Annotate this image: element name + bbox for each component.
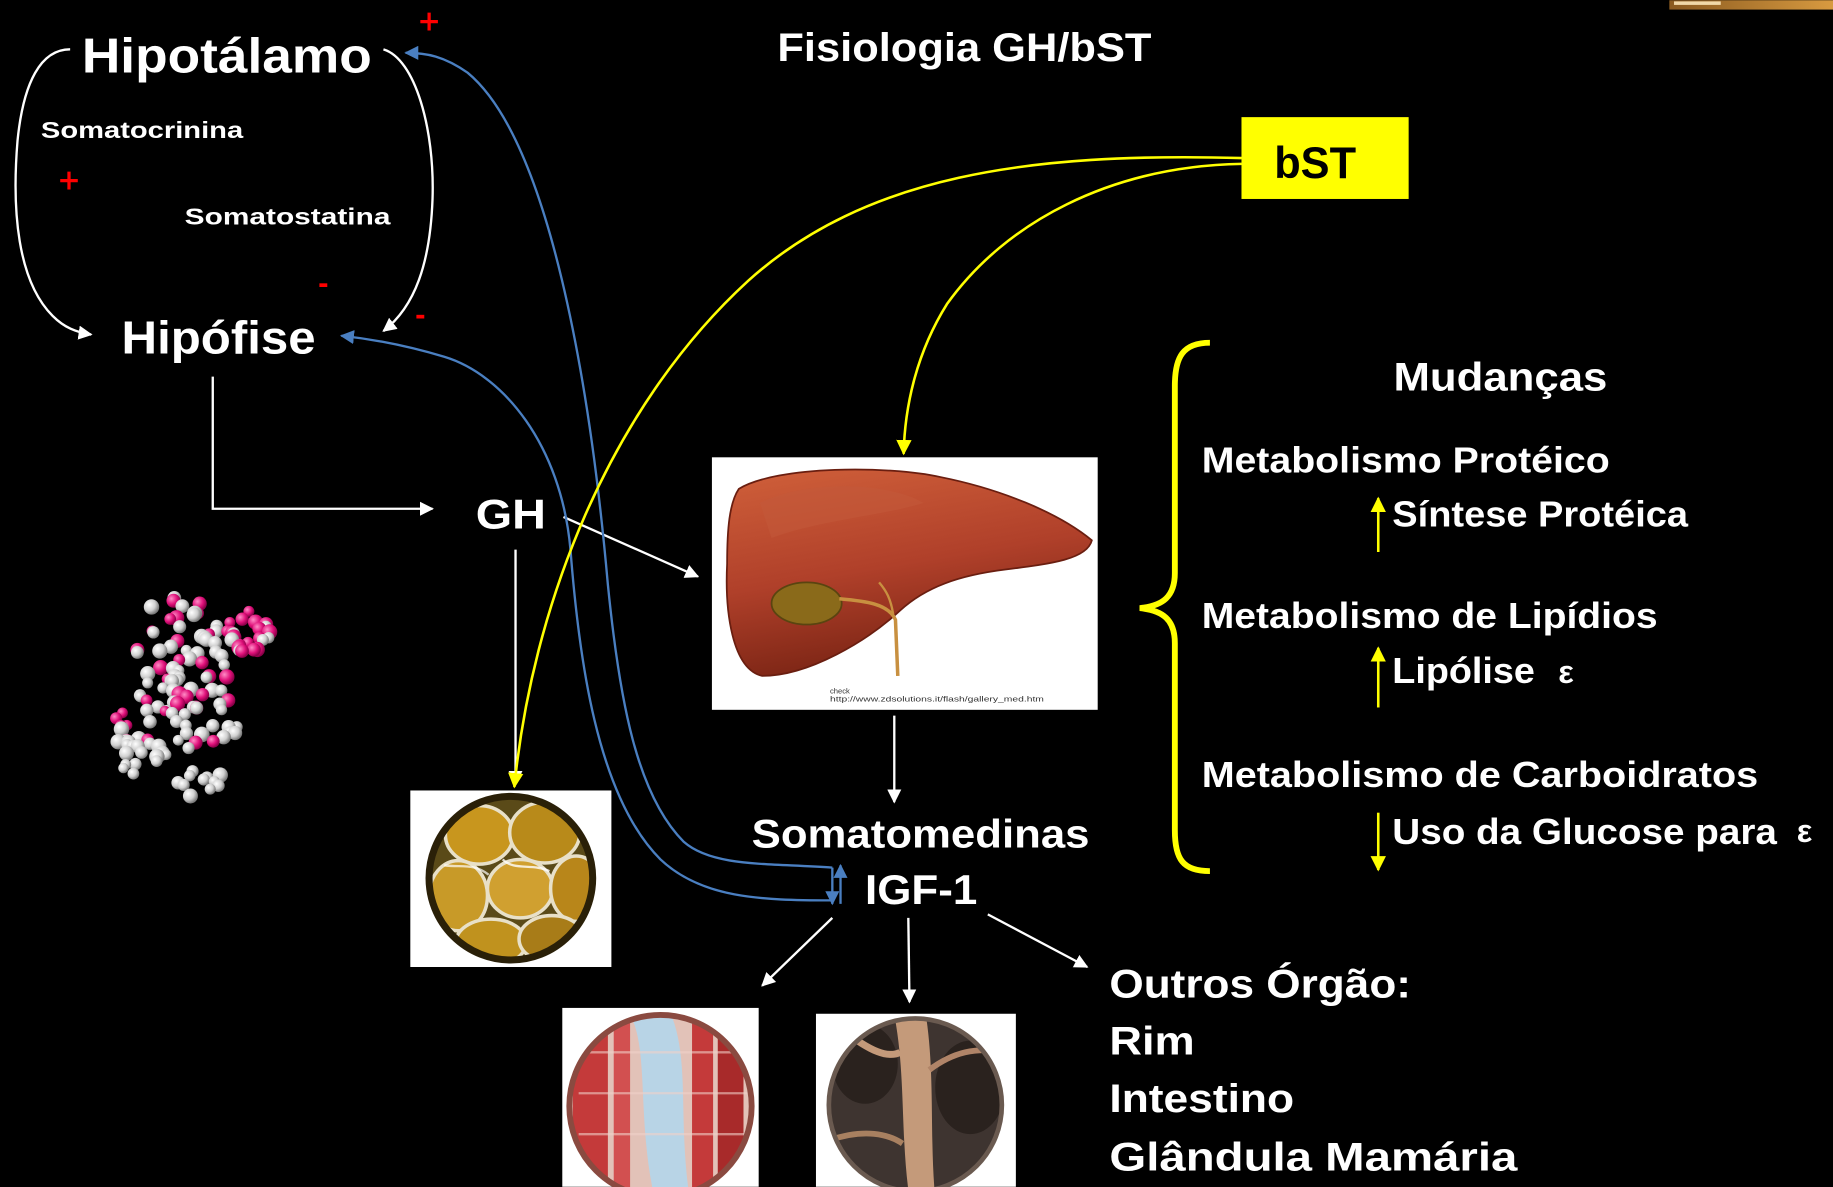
change-heading-protein: Metabolismo Protéico bbox=[1202, 440, 1610, 481]
protein-atom bbox=[142, 677, 153, 688]
protein-atom bbox=[207, 735, 220, 748]
gh-protein-molecule-image bbox=[110, 591, 277, 803]
protein-atom bbox=[247, 643, 261, 657]
protein-atom bbox=[219, 669, 234, 684]
protein-atom bbox=[152, 643, 167, 658]
change-effect-carbohydrates: Uso da Glucose para bbox=[1392, 811, 1778, 852]
protein-atom bbox=[187, 607, 202, 622]
protein-atom bbox=[128, 768, 140, 780]
protein-atom bbox=[205, 784, 216, 795]
change-heading-lipids: Metabolismo de Lipídios bbox=[1202, 595, 1658, 636]
protein-atom bbox=[151, 755, 163, 767]
protein-atom bbox=[119, 746, 134, 761]
changes-brace bbox=[1140, 343, 1210, 871]
protein-atom bbox=[236, 613, 249, 626]
corner-logo bbox=[1669, 0, 1833, 9]
minus-sign: - bbox=[415, 301, 426, 331]
plus-sign: + bbox=[417, 5, 441, 38]
protein-atom bbox=[182, 742, 194, 754]
igf1-to-other-organs-arrow bbox=[988, 914, 1087, 967]
slide-title: Fisiologia GH/bST bbox=[777, 26, 1151, 70]
other-organ-item: Glândula Mamária bbox=[1109, 1135, 1518, 1179]
protein-atom bbox=[195, 656, 208, 669]
somatomedins-label: Somatomedinas bbox=[752, 813, 1090, 857]
protein-atom bbox=[173, 620, 186, 633]
igf1-to-bone-arrow bbox=[908, 918, 909, 1002]
protein-atom bbox=[144, 599, 159, 614]
liver-caption-url: http://www.zdsolutions.it/flash/gallery_… bbox=[830, 695, 1044, 704]
change-heading-carbohydrates: Metabolismo de Carboidratos bbox=[1202, 754, 1758, 795]
protein-atom bbox=[198, 773, 210, 785]
protein-atom bbox=[216, 704, 227, 715]
protein-atom bbox=[143, 715, 157, 729]
protein-atom bbox=[140, 704, 153, 717]
change-effect-lipids: Lipólise bbox=[1392, 650, 1535, 691]
change-effect-lipids-suffix: ε bbox=[1558, 653, 1574, 690]
protein-atom bbox=[196, 688, 209, 701]
changes-title: Mudanças bbox=[1393, 356, 1607, 400]
change-effect-protein: Síntese Protéica bbox=[1392, 493, 1689, 534]
change-effect-carbohydrates-suffix: ε bbox=[1797, 812, 1813, 849]
adipose-tissue-image bbox=[410, 789, 611, 970]
protein-atom bbox=[173, 735, 184, 746]
protein-atom bbox=[190, 701, 203, 714]
protein-atom bbox=[147, 626, 159, 638]
other-organ-item: Intestino bbox=[1109, 1077, 1294, 1121]
gh-to-liver-arrow bbox=[563, 517, 697, 577]
protein-atom bbox=[218, 659, 229, 670]
bone-tissue-image bbox=[816, 1014, 1016, 1187]
hypothalamus-label: Hipotálamo bbox=[82, 30, 372, 84]
protein-atom bbox=[135, 746, 148, 759]
protein-atom bbox=[118, 763, 129, 774]
pituitary-label: Hipófise bbox=[122, 311, 316, 363]
protein-atom bbox=[183, 788, 198, 803]
other-organ-item: Rim bbox=[1109, 1020, 1194, 1064]
somatostatin-label: Somatostatina bbox=[185, 204, 392, 230]
igf1-to-muscle-arrow bbox=[762, 918, 832, 986]
bst-label: bST bbox=[1274, 139, 1356, 188]
igf1-label: IGF-1 bbox=[865, 866, 977, 913]
protein-atom bbox=[201, 671, 213, 683]
bst-to-liver-arrow bbox=[904, 164, 1242, 454]
inhibition-arrow-right bbox=[383, 49, 432, 331]
muscle-tissue-image bbox=[562, 1008, 758, 1187]
protein-atom bbox=[235, 644, 249, 658]
protein-atom bbox=[131, 646, 144, 659]
plus-sign: + bbox=[57, 164, 81, 197]
other-organs-heading: Outros Órgão: bbox=[1109, 960, 1411, 1006]
somatocrinin-label: Somatocrinina bbox=[41, 117, 244, 143]
bst-box: bST bbox=[1241, 117, 1408, 199]
pituitary-to-gh-arrow bbox=[213, 377, 433, 509]
liver-image: check http://www.zdsolutions.it/flash/ga… bbox=[712, 457, 1098, 710]
gh-label: GH bbox=[476, 491, 546, 538]
minus-sign: - bbox=[318, 269, 329, 299]
